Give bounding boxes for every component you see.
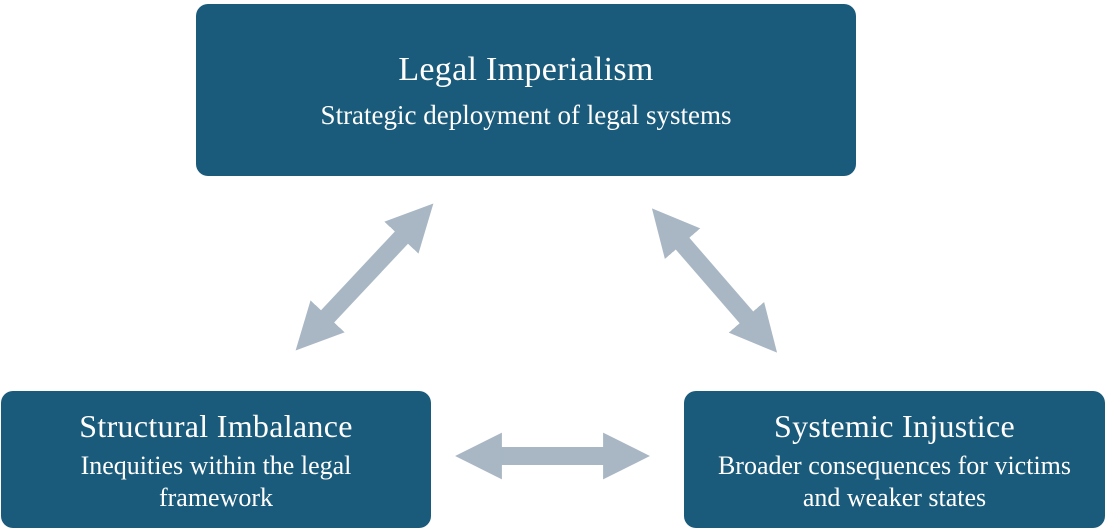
node-title: Structural Imbalance [79, 408, 353, 445]
node-subtitle: Inequities within the legal framework [80, 451, 352, 512]
node-systemic-injustice: Systemic Injustice Broader consequences … [684, 391, 1105, 528]
double-arrow-imperialism-imbalance-icon [295, 203, 434, 351]
node-title: Systemic Injustice [774, 408, 1015, 445]
node-subtitle: Broader consequences for victims and wea… [717, 451, 1072, 512]
double-arrow-imperialism-injustice-icon [651, 208, 778, 353]
node-title: Legal Imperialism [398, 50, 654, 88]
node-structural-imbalance: Structural Imbalance Inequities within t… [1, 391, 431, 528]
node-legal-imperialism: Legal Imperialism Strategic deployment o… [196, 4, 856, 176]
node-subtitle: Strategic deployment of legal systems [320, 100, 732, 131]
